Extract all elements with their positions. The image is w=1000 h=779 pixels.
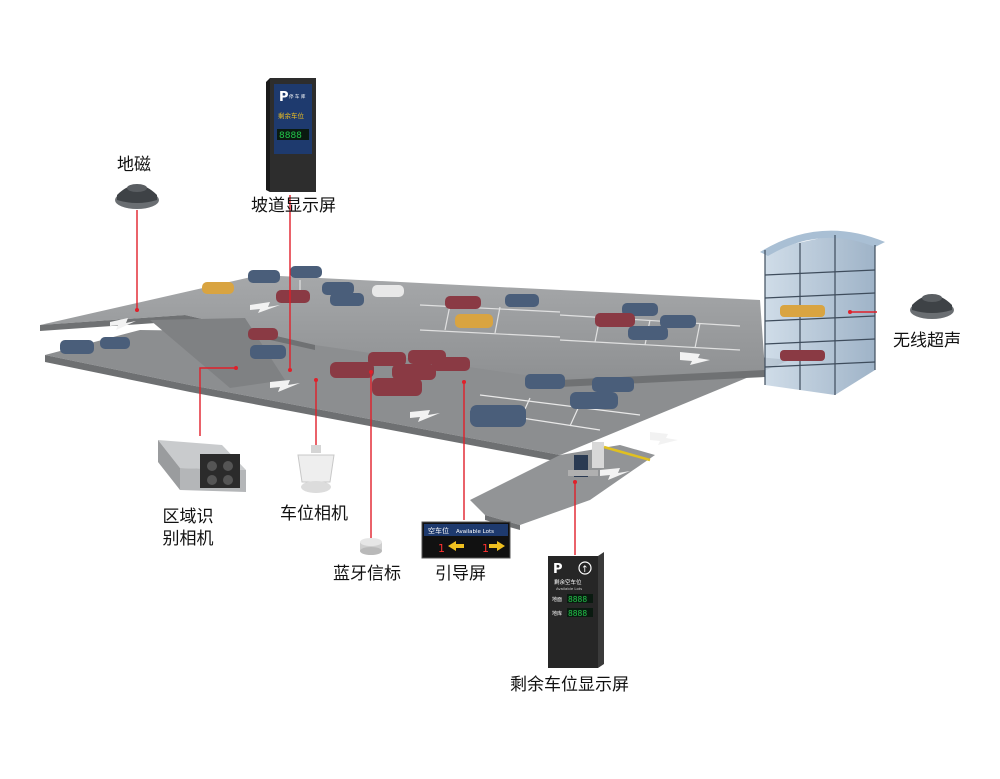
guide-screen-en-title: Available Lots bbox=[456, 529, 494, 535]
remaining-screen-row1-digits: 8888 bbox=[568, 595, 587, 604]
remaining-screen-title: 剩余空车位 bbox=[554, 578, 582, 586]
exit-ramp bbox=[470, 445, 655, 525]
guide-screen-cn-title: 空车位 bbox=[428, 526, 449, 535]
ramp-screen-remaining-text: 剩余车位 bbox=[278, 111, 305, 120]
label-lpr-camera-line1: 区域识 bbox=[162, 507, 214, 527]
guide-screen-panel: 空车位 Available Lots 1 1 bbox=[421, 521, 511, 559]
remaining-screen-row1-label: 地面 bbox=[552, 596, 562, 603]
bluetooth-beacon-icon bbox=[360, 538, 382, 555]
label-bluetooth-beacon: 蓝牙信标 bbox=[333, 564, 401, 584]
guide-screen-left-count: 1 bbox=[438, 542, 445, 555]
ramp-display-screen: P 停 车 库 剩余车位 8888 bbox=[266, 78, 316, 192]
remaining-screen-row2-digits: 8888 bbox=[568, 609, 587, 618]
wireless-ultrasonic-sensor-icon bbox=[910, 294, 954, 319]
ramp-screen-digits: 8888 bbox=[279, 131, 302, 141]
label-ramp-display: 坡道显示屏 bbox=[251, 196, 336, 216]
parked-cars bbox=[60, 266, 696, 427]
remaining-screen-subtitle: Available Lots bbox=[556, 586, 582, 591]
geomagnetic-sensor-icon bbox=[115, 184, 159, 209]
ramp-screen-p-letter: P bbox=[279, 90, 289, 105]
label-guide-screen: 引导屏 bbox=[435, 564, 486, 584]
remaining-spaces-display: P ↑ 剩余空车位 Available Lots 地面 8888 地库 8888 bbox=[548, 552, 604, 668]
label-space-camera: 车位相机 bbox=[280, 504, 348, 524]
remaining-screen-row2-label: 地库 bbox=[552, 610, 562, 617]
remaining-screen-p-letter: P bbox=[553, 562, 563, 577]
right-arrow-icon bbox=[489, 541, 505, 551]
ramp-screen-header: 停 车 库 bbox=[289, 93, 306, 100]
space-camera-icon bbox=[297, 445, 335, 493]
lpr-camera-icon bbox=[158, 440, 246, 492]
leader-lines bbox=[136, 195, 877, 555]
guide-screen-right-count: 1 bbox=[482, 542, 489, 555]
label-lpr-camera: 区域识 别相机 bbox=[158, 506, 218, 550]
up-arrow-icon: ↑ bbox=[581, 565, 589, 575]
left-arrow-icon bbox=[448, 541, 464, 551]
stacked-parking-tower bbox=[760, 230, 885, 395]
label-geomagnetic: 地磁 bbox=[117, 155, 151, 175]
entrance-gate bbox=[568, 442, 651, 477]
label-wireless-ultrasonic: 无线超声 bbox=[893, 331, 961, 351]
label-lpr-camera-line2: 别相机 bbox=[162, 529, 214, 549]
label-remaining-display: 剩余车位显示屏 bbox=[510, 675, 629, 695]
